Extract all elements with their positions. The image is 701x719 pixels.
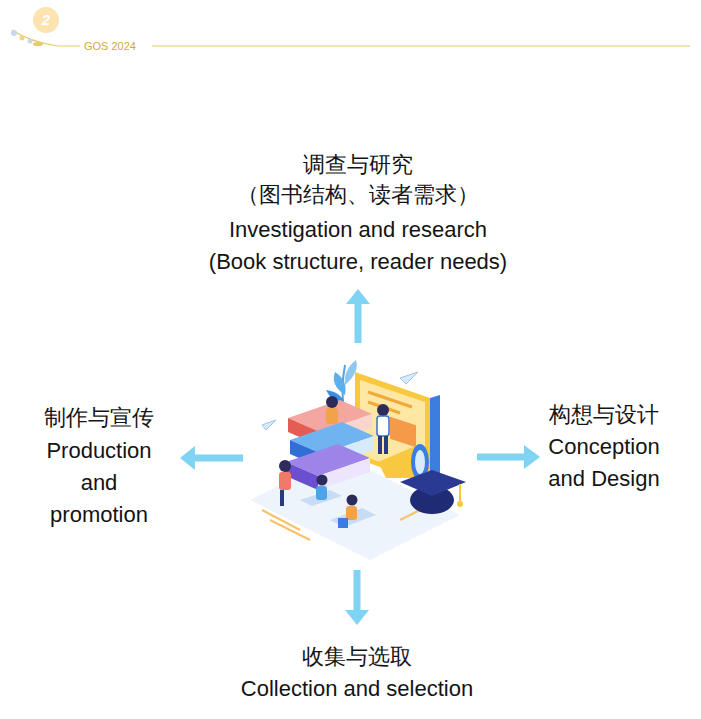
step-subtitle-en: (Book structure, reader needs) xyxy=(148,246,568,278)
education-illustration xyxy=(250,360,466,560)
step-subtitle: （图书结构、读者需求） xyxy=(158,180,558,210)
step-title: 构想与设计 xyxy=(534,400,674,430)
step-title-en: Collection and selection xyxy=(197,673,517,705)
step-title-en: Production and promotion xyxy=(34,435,164,531)
step-title: 制作与宣传 xyxy=(29,403,169,433)
header-tag: GOS 2024 xyxy=(84,39,164,53)
step-title-en: Investigation and research xyxy=(158,214,558,246)
step-title: 收集与选取 xyxy=(257,642,457,672)
step-title-en: Conception and Design xyxy=(529,431,679,495)
step-title: 调查与研究 xyxy=(208,150,508,180)
page-number: 2 xyxy=(39,7,53,33)
direction-arrows xyxy=(180,289,540,625)
